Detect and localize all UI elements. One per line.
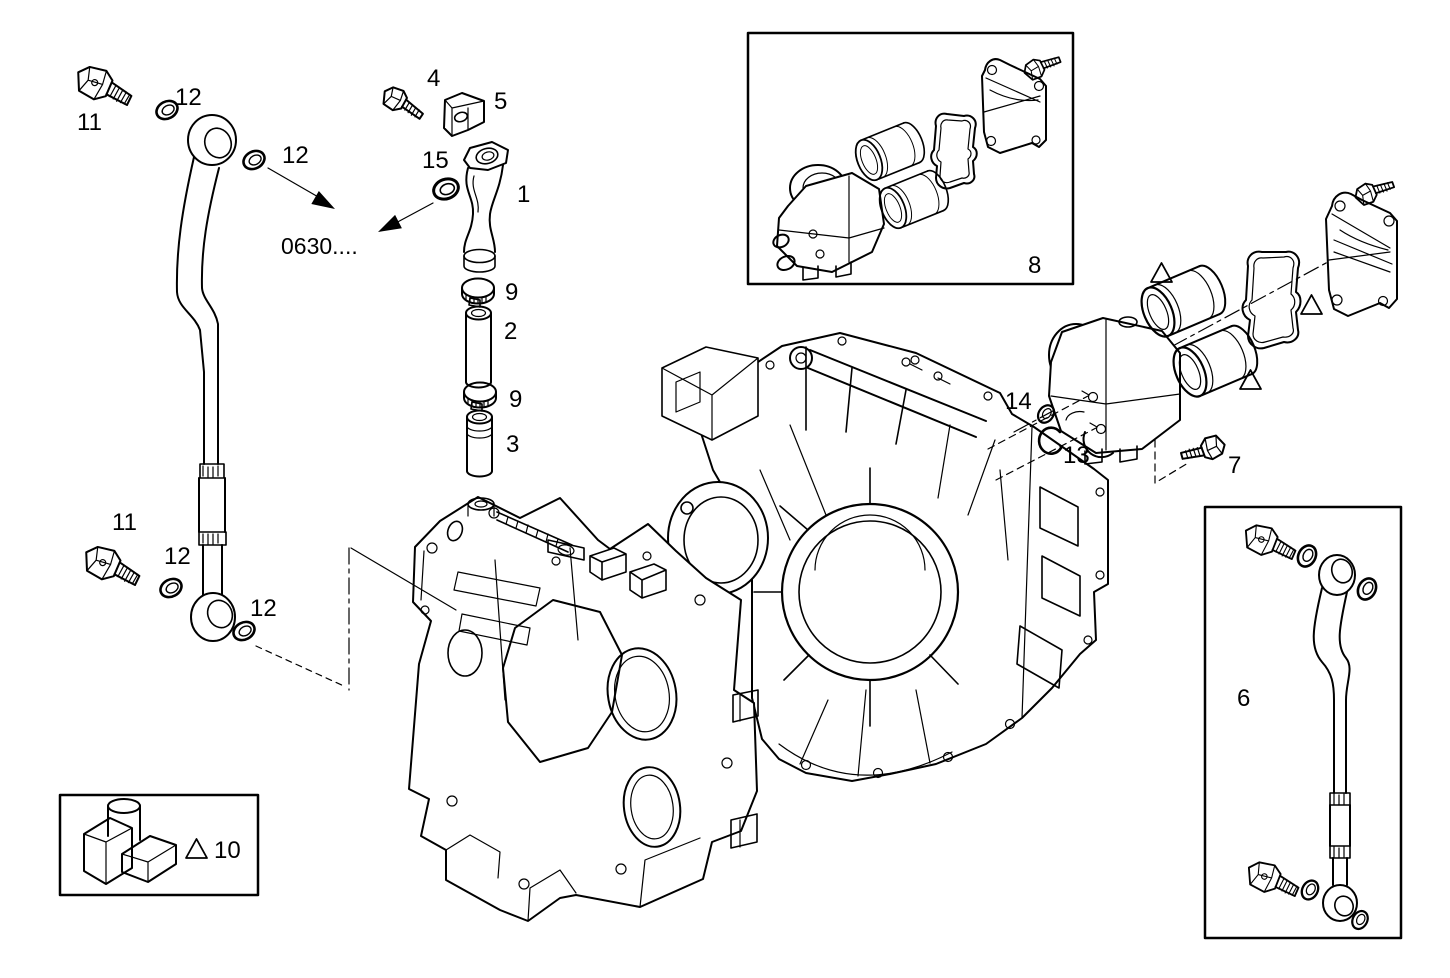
hose-2[interactable] [465,305,492,389]
callout-9-upper[interactable]: 9 [505,279,518,306]
reference-leader-lines-right [987,395,1189,484]
callout-9-lower[interactable]: 9 [509,386,522,413]
grommet-15[interactable] [429,173,463,205]
callout-labels: 11 12 12 0630.... 4 5 15 1 9 2 9 3 8 14 … [77,65,1250,864]
fixing-screw-4[interactable] [378,83,430,123]
banjo-bolt-top[interactable] [70,61,138,112]
detail-box-8-frame [746,31,1075,286]
callout-11-bottom[interactable]: 11 [112,509,137,536]
callout-15[interactable]: 15 [422,147,449,174]
reference-leader-lines-left [255,167,457,691]
callout-10[interactable]: 10 [214,837,241,864]
callout-12-bottom-left[interactable]: 12 [164,543,191,570]
sealant-symbol-10[interactable] [83,798,177,885]
seal-ring-top-right[interactable] [238,146,270,174]
flywheel-housing [661,332,1109,782]
timing-gear-case [408,496,759,922]
callout-2[interactable]: 2 [504,318,517,345]
reference-note[interactable]: 0630.... [281,233,358,259]
seal-ring-bottom-left[interactable] [155,574,187,602]
hose-clamp-upper[interactable] [461,277,495,308]
callout-11-top[interactable]: 11 [77,109,102,136]
callout-12-top-left[interactable]: 12 [175,84,202,111]
triangle-marker-icon [185,838,208,859]
banjo-bolt-bottom[interactable] [78,541,146,592]
triangle-marker-icon [1300,294,1323,315]
callout-8[interactable]: 8 [1028,252,1041,279]
bracket-5[interactable] [443,92,485,137]
fixing-screw-7[interactable] [1177,431,1229,472]
thermostat-group-8[interactable] [771,46,1064,281]
callout-1[interactable]: 1 [517,181,530,208]
callout-4[interactable]: 4 [427,65,440,92]
callout-12-bottom-right[interactable]: 12 [250,595,277,622]
water-elbow-1[interactable] [463,141,509,273]
callout-7[interactable]: 7 [1228,452,1241,479]
oil-delivery-pipe-6[interactable] [1239,520,1381,933]
callout-13[interactable]: 13 [1063,442,1090,469]
callout-5[interactable]: 5 [494,88,507,115]
detail-box-10-frame [58,793,260,897]
water-pump-assembly[interactable] [1013,170,1399,465]
callout-6[interactable]: 6 [1237,685,1250,712]
hose-3[interactable] [466,409,493,478]
water-return-pipe[interactable] [175,114,237,642]
snap-ring-13[interactable] [1037,410,1085,455]
triangle-marker-icon [1239,369,1262,390]
callout-12-top-right[interactable]: 12 [282,142,309,169]
detail-box-6-frame [1203,505,1403,940]
callout-14[interactable]: 14 [1005,388,1032,415]
callout-3[interactable]: 3 [506,431,519,458]
